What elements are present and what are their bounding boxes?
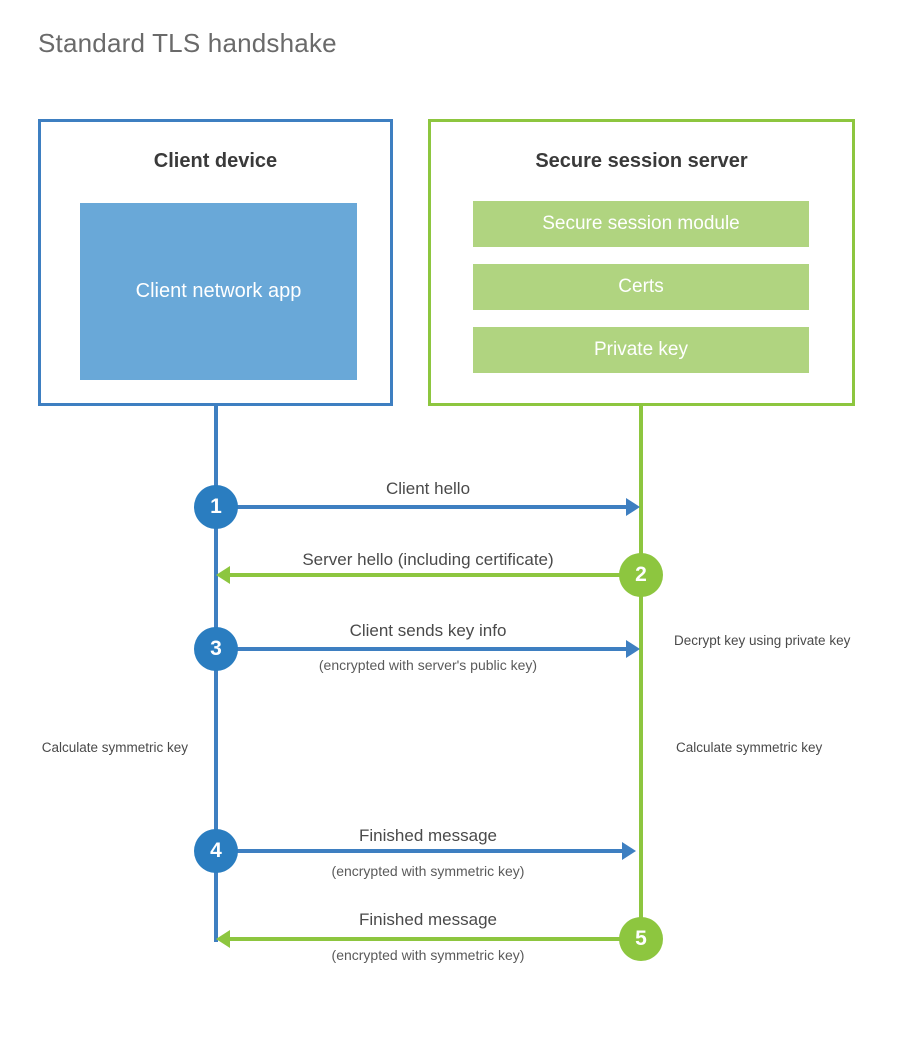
step-5-number-badge: 5	[619, 917, 663, 961]
step-4-arrow-head-icon	[622, 842, 636, 860]
step-5-label: Finished message	[359, 910, 497, 929]
page-title: Standard TLS handshake	[38, 28, 337, 58]
note-server-calculate-symmetric-key: Calculate symmetric key	[676, 740, 823, 755]
step-5-arrow-line	[226, 937, 630, 941]
step-4-sublabel: (encrypted with symmetric key)	[331, 863, 525, 879]
server-component-certs: Certs	[473, 264, 809, 310]
server-component-private-key: Private key	[473, 327, 809, 373]
server-lifeline	[639, 406, 643, 942]
step-1-number-badge: 1	[194, 485, 238, 529]
step-2-label: Server hello (including certificate)	[302, 550, 554, 569]
step-4-arrow-line	[216, 849, 624, 853]
client-device-title: Client device	[153, 150, 278, 172]
step-1-arrow-line	[216, 505, 628, 509]
secure-session-server-title: Secure session server	[535, 150, 748, 172]
step-3-number-badge: 3	[194, 627, 238, 671]
step-1-label: Client hello	[385, 479, 471, 498]
client-device-box: Client device Client network app	[38, 119, 393, 406]
client-network-app-block: Client network app	[80, 203, 357, 380]
step-3-arrow-line	[216, 647, 628, 651]
step-3-sublabel: (encrypted with server's public key)	[318, 657, 538, 673]
step-3-label: Client sends key info	[349, 621, 507, 640]
step-1-arrow-head-icon	[626, 498, 640, 516]
note-decrypt-key: Decrypt key using private key	[674, 633, 851, 648]
secure-session-server-box: Secure session server Secure session mod…	[428, 119, 855, 406]
note-client-calculate-symmetric-key: Calculate symmetric key	[41, 740, 188, 755]
step-5-sublabel: (encrypted with symmetric key)	[331, 947, 525, 963]
step-3-arrow-head-icon	[626, 640, 640, 658]
step-2-number-badge: 2	[619, 553, 663, 597]
client-lifeline	[214, 406, 218, 942]
step-4-label: Finished message	[359, 826, 497, 845]
step-2-arrow-line	[226, 573, 630, 577]
server-component-secure-session-module: Secure session module	[473, 201, 809, 247]
step-4-number-badge: 4	[194, 829, 238, 873]
step-5-arrow-head-icon	[216, 930, 230, 948]
step-2-arrow-head-icon	[216, 566, 230, 584]
